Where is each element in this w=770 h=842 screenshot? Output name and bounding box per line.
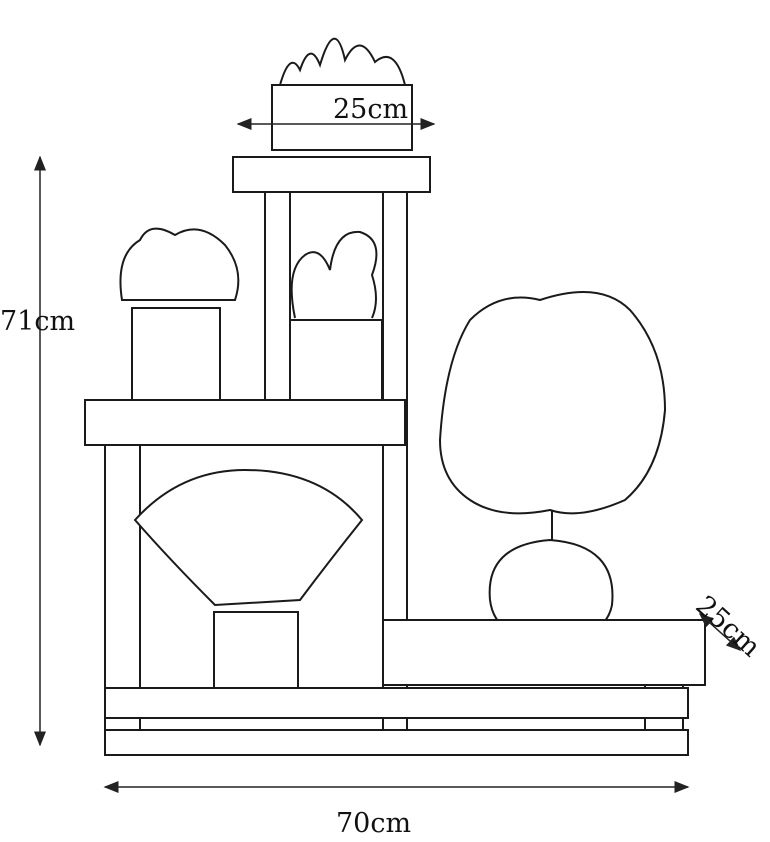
middle-center-plant	[289, 230, 383, 411]
total-width-label: 70cm	[336, 808, 412, 839]
top-width-label: 25cm	[333, 94, 409, 125]
left-post	[264, 191, 291, 403]
height-label: 71cm	[0, 306, 76, 337]
right-tree	[438, 291, 667, 642]
bottom-shelf	[104, 687, 689, 719]
base-rail	[104, 729, 689, 756]
depth-arrow	[698, 612, 742, 652]
top-plant	[271, 37, 413, 151]
top-shelf	[232, 156, 431, 193]
bottom-left-plant	[133, 468, 364, 715]
middle-shelf	[84, 399, 406, 446]
middle-left-plant	[119, 227, 240, 409]
right-low-shelf	[382, 619, 706, 686]
